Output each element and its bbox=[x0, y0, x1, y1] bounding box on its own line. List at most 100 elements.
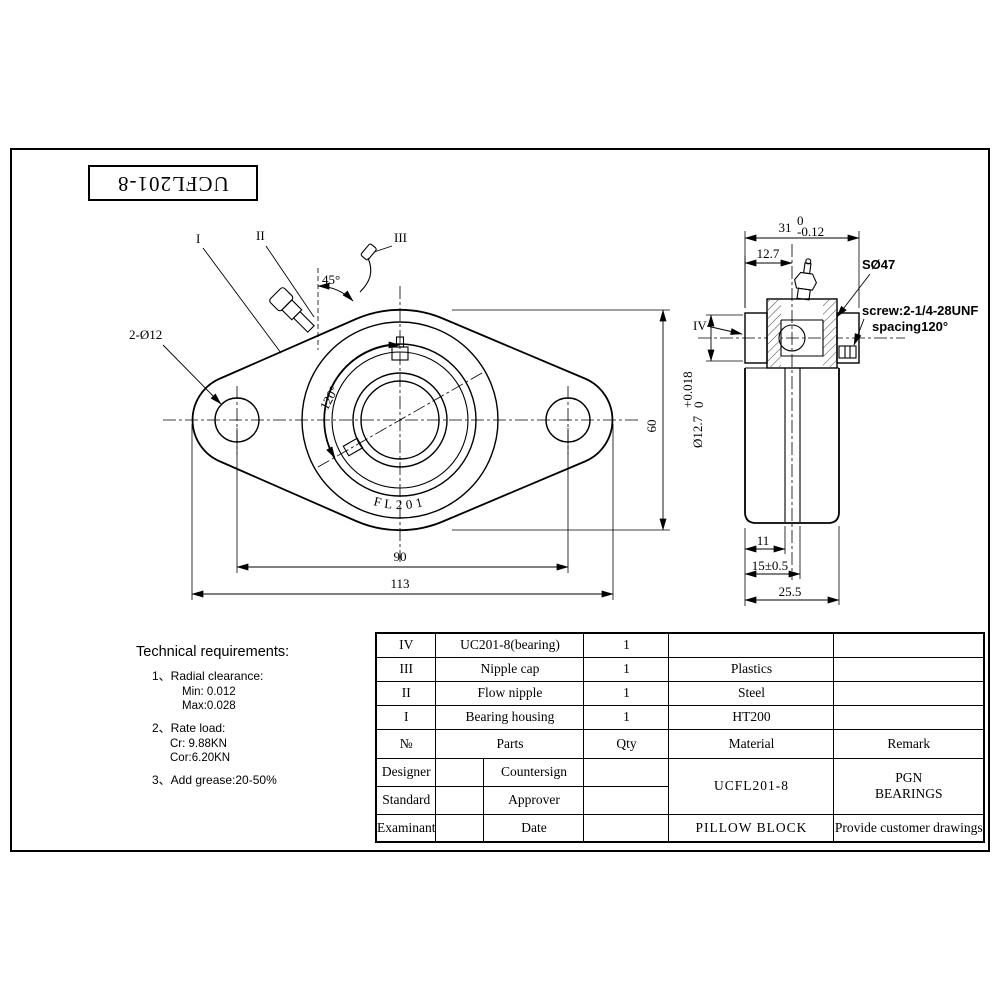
bore-dia-label: Ø12.7 bbox=[690, 415, 705, 448]
technical-requirements: Technical requirements: 1、Radial clearan… bbox=[130, 644, 350, 788]
front-view: I II III 45° 2-Ø12 120° 90 113 60 FL201 bbox=[129, 228, 670, 600]
drawing-frame bbox=[10, 148, 990, 852]
callout-4-label: IV bbox=[693, 318, 707, 333]
model-number: UCFL201-8 bbox=[668, 757, 835, 815]
dim-bore bbox=[706, 314, 743, 362]
angle-45-label: 45° bbox=[322, 272, 340, 287]
dim-31-label: 31 bbox=[779, 220, 792, 235]
parts-name: Bearing housing bbox=[435, 704, 585, 730]
screw-note-line2: spacing120° bbox=[872, 319, 948, 334]
parts-no: IV bbox=[375, 632, 437, 658]
bearing-ball bbox=[778, 324, 806, 352]
bore-tol-lower: 0 bbox=[691, 402, 706, 409]
dim-bolt-spacing bbox=[236, 428, 569, 573]
parts-material: Steel bbox=[668, 680, 835, 706]
parts-no: III bbox=[375, 656, 437, 682]
bolt-holes-label: 2-Ø12 bbox=[129, 327, 162, 342]
parts-qty: 1 bbox=[583, 680, 670, 706]
title-block-row: Designer Countersign UCFL201-8 PGN BEARI… bbox=[375, 757, 985, 815]
header-qty: Qty bbox=[583, 728, 670, 759]
brand-line1: PGN bbox=[895, 770, 923, 786]
angle-45-arc bbox=[317, 282, 354, 302]
parts-material: Plastics bbox=[668, 656, 835, 682]
side-view: 31 0 -0.12 12.7 SØ47 screw:2-1/4-28UNF s… bbox=[680, 213, 978, 606]
dim-60-label: 60 bbox=[644, 420, 659, 433]
tech-req-item: 3、Add grease:20-50% bbox=[152, 773, 277, 787]
parts-row: IV UC201-8(bearing) 1 bbox=[375, 632, 985, 658]
leader-callout-3 bbox=[373, 245, 393, 253]
tech-req-detail: Max:0.028 bbox=[182, 700, 236, 712]
parts-qty: 1 bbox=[583, 632, 670, 658]
dim-center-offset bbox=[744, 256, 793, 308]
brand-line2: BEARINGS bbox=[874, 786, 943, 801]
inner-ring-left bbox=[744, 312, 768, 364]
parts-table: IV UC201-8(bearing) 1 III Nipple cap 1 P… bbox=[375, 632, 985, 843]
customer-note: Provide customer drawings bbox=[833, 813, 985, 843]
section-hatch-left bbox=[768, 300, 781, 367]
standard-label: Standard bbox=[375, 785, 437, 815]
leader-bolt-holes bbox=[162, 344, 222, 405]
set-screw-side bbox=[838, 345, 857, 359]
dim-127-label: 12.7 bbox=[757, 246, 780, 261]
parts-material bbox=[668, 632, 835, 658]
housing-boss-circle bbox=[301, 321, 499, 519]
nipple-cap-strap bbox=[359, 257, 372, 293]
angle-120-label: 120° bbox=[317, 383, 342, 412]
section-hatch-right bbox=[823, 300, 836, 367]
brand-name: PGN BEARINGS bbox=[833, 757, 985, 815]
callout-2-label: II bbox=[256, 228, 265, 243]
date-label: Date bbox=[483, 813, 585, 843]
parts-name: Nipple cap bbox=[435, 656, 585, 682]
tech-req-detail: Min: 0.012 bbox=[182, 686, 236, 698]
part-number-box: UCFL201-8 bbox=[88, 165, 258, 201]
leader-callout-1 bbox=[202, 247, 282, 354]
dim-15-label: 15±0.5 bbox=[752, 558, 788, 573]
dim-255-label: 25.5 bbox=[779, 584, 802, 599]
leader-screw-note bbox=[853, 318, 865, 346]
dim-width-31 bbox=[744, 231, 860, 308]
flange-marking-text: FL201 bbox=[372, 493, 427, 512]
dim-113-label: 113 bbox=[390, 576, 409, 591]
tech-req-item: 1、Radial clearance: bbox=[152, 669, 264, 683]
tech-req-detail: Cr: 9.88KN bbox=[170, 738, 227, 750]
title-block-row: Examinant Date PILLOW BLOCK Provide cust… bbox=[375, 813, 985, 843]
parts-no: I bbox=[375, 704, 437, 730]
leader-callout-2 bbox=[265, 245, 315, 318]
header-no: № bbox=[375, 728, 437, 759]
parts-remark bbox=[833, 656, 985, 682]
examinant-label: Examinant bbox=[375, 813, 437, 843]
examinant-value bbox=[435, 813, 485, 843]
parts-name: UC201-8(bearing) bbox=[435, 632, 585, 658]
tech-req-title: Technical requirements: bbox=[136, 644, 290, 660]
parts-remark bbox=[833, 704, 985, 730]
standard-value bbox=[435, 785, 485, 815]
dim-height bbox=[452, 309, 670, 531]
dim-31-tol-lower: -0.12 bbox=[797, 224, 824, 239]
date-value bbox=[583, 813, 670, 843]
header-parts: Parts bbox=[435, 728, 585, 759]
header-remark: Remark bbox=[833, 728, 985, 759]
leader-callout-4 bbox=[706, 325, 743, 335]
parts-material: HT200 bbox=[668, 704, 835, 730]
parts-qty: 1 bbox=[583, 704, 670, 730]
dim-11-label: 11 bbox=[757, 533, 770, 548]
designer-value bbox=[435, 757, 485, 787]
nipple-cap-tab bbox=[360, 243, 377, 261]
designer-label: Designer bbox=[375, 757, 437, 787]
parts-header-row: № Parts Qty Material Remark bbox=[375, 728, 985, 759]
parts-no: II bbox=[375, 680, 437, 706]
parts-row: II Flow nipple 1 Steel bbox=[375, 680, 985, 706]
parts-row: III Nipple cap 1 Plastics bbox=[375, 656, 985, 682]
parts-row: I Bearing housing 1 HT200 bbox=[375, 704, 985, 730]
flange-outline bbox=[191, 308, 614, 532]
flow-nipple bbox=[269, 243, 377, 350]
callout-1-label: I bbox=[196, 231, 200, 246]
dim-90-label: 90 bbox=[394, 549, 407, 564]
countersign-label: Countersign bbox=[483, 757, 585, 787]
countersign-value bbox=[583, 757, 670, 787]
parts-remark bbox=[833, 680, 985, 706]
approver-label: Approver bbox=[483, 785, 585, 815]
dim-31-tol-upper: 0 bbox=[797, 213, 804, 228]
sphere-dia-label: SØ47 bbox=[862, 257, 895, 272]
leader-sphere-dia bbox=[836, 273, 871, 318]
